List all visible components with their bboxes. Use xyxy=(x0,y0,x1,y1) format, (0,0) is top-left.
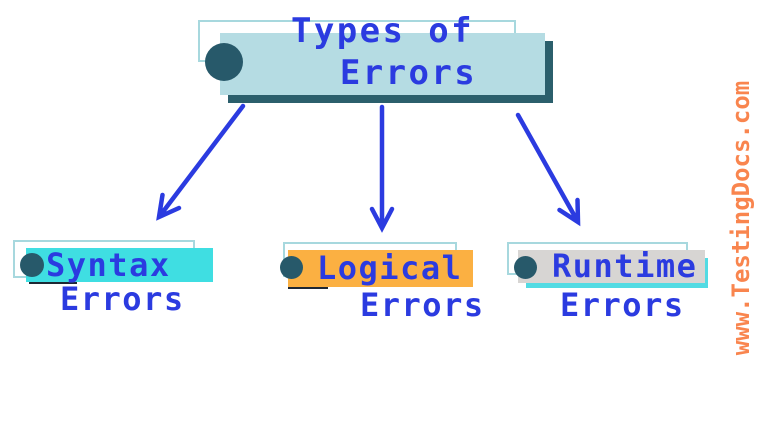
logical-highlight xyxy=(288,250,473,287)
syntax-highlight xyxy=(26,248,213,282)
logical-bullet-circle-icon xyxy=(280,256,303,279)
arrow-to-runtime-errors xyxy=(515,112,581,227)
watermark-text: www.TestingDocs.com xyxy=(727,80,755,356)
syntax-label-line-1: Syntax xyxy=(46,246,171,284)
title-line-1: Types of xyxy=(291,11,474,51)
runtime-highlight xyxy=(518,250,705,283)
logical-label-line-2: Errors xyxy=(360,286,485,324)
title-line-2: Errors xyxy=(339,53,478,93)
arrow-to-logical-errors xyxy=(369,104,395,233)
title-box xyxy=(220,33,545,95)
runtime-label-line-1: Runtime xyxy=(552,247,698,285)
logical-label-line-1: Logical xyxy=(317,249,463,287)
syntax-label-line-2: Errors xyxy=(60,280,185,318)
title-bullet-circle-icon xyxy=(205,43,243,81)
syntax-bullet-circle-icon xyxy=(20,253,44,277)
runtime-bullet-circle-icon xyxy=(514,256,537,279)
page-title: Types of Errors xyxy=(220,10,545,94)
arrow-to-syntax-errors xyxy=(156,103,246,221)
runtime-label-line-2: Errors xyxy=(560,286,685,324)
